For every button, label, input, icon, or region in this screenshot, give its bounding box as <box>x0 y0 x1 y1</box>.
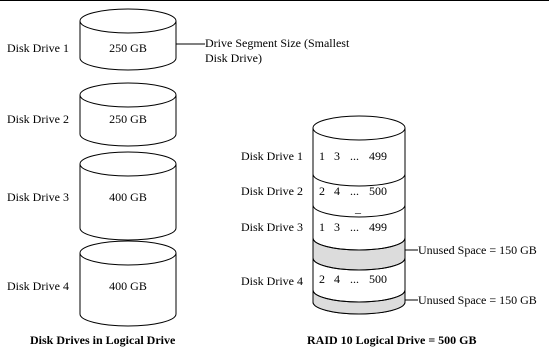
raid-segment-1-block-a: 1 <box>319 149 325 163</box>
raid-segment-4-ellipsis: ... <box>350 272 359 286</box>
left-caption: Disk Drives in Logical Drive <box>30 333 176 347</box>
raid-segment-3-label: Disk Drive 3 <box>241 220 303 234</box>
raid-segment-3-block-b: 3 <box>334 220 340 234</box>
raid-segment-2-block-b: 4 <box>334 184 340 198</box>
unused-space-2-label: Unused Space = 150 GB <box>418 293 537 307</box>
disk-drive-2-label: Disk Drive 2 <box>7 112 69 126</box>
disk-drive-2-size: 250 GB <box>109 112 147 126</box>
disk-drive-1-size: 250 GB <box>109 41 147 55</box>
disk-drive-4-cylinder <box>79 240 177 327</box>
raid-segment-2-ellipsis: ... <box>350 184 359 198</box>
right-caption: RAID 10 Logical Drive = 500 GB <box>307 333 477 347</box>
disk-drive-3-cylinder <box>79 151 177 241</box>
raid-segment-1-block-last: 499 <box>369 149 387 163</box>
segment-size-annotation-line2: Disk Drive) <box>205 51 262 65</box>
raid-segment-2-label: Disk Drive 2 <box>241 184 303 198</box>
disk-drive-3-label: Disk Drive 3 <box>7 190 69 204</box>
raid-segment-4-block-a: 2 <box>319 272 325 286</box>
raid-segment-1-label: Disk Drive 1 <box>241 149 303 163</box>
disk-drive-2-cylinder <box>79 82 177 147</box>
raid-segment-3-block-last: 499 <box>369 220 387 234</box>
raid-segment-2-block-last: 500 <box>369 184 387 198</box>
disk-drive-3-size: 400 GB <box>109 190 147 204</box>
raid-segment-4-block-b: 4 <box>334 272 340 286</box>
disk-drive-4-label: Disk Drive 4 <box>7 279 69 293</box>
disk-drive-1-cylinder <box>79 8 177 71</box>
raid-segment-1-ellipsis: ... <box>350 149 359 163</box>
raid10-logical-drive-cylinder <box>312 115 406 315</box>
disk-drive-4-size: 400 GB <box>109 279 147 293</box>
disk-drive-1-label: Disk Drive 1 <box>7 41 69 55</box>
raid-segment-2-block-a: 2 <box>319 184 325 198</box>
raid-segment-3-ellipsis: ... <box>350 220 359 234</box>
raid-segment-3-block-a: 1 <box>319 220 325 234</box>
raid-segment-4-label: Disk Drive 4 <box>241 274 303 288</box>
raid-segment-4-block-last: 500 <box>369 272 387 286</box>
raid-divider-mark: _ <box>354 201 362 215</box>
segment-size-annotation-line1: Drive Segment Size (Smallest <box>205 36 350 50</box>
unused-space-1-label: Unused Space = 150 GB <box>418 243 537 257</box>
raid-segment-1-block-b: 3 <box>334 149 340 163</box>
